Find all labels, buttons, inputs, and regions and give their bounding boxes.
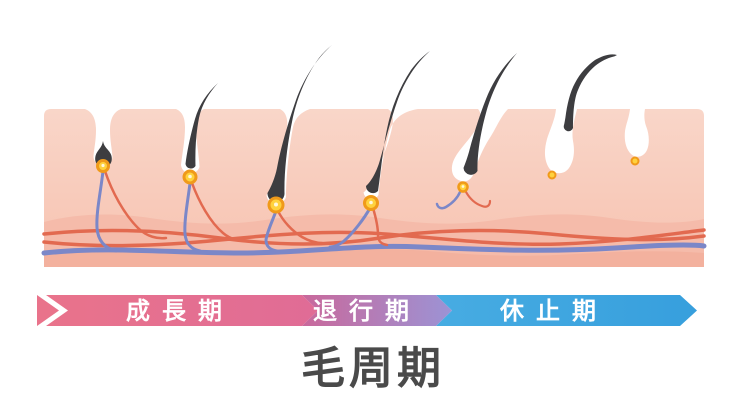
follicle-full-anagen [266, 45, 332, 214]
diagram-title: 毛周期 [301, 344, 445, 393]
red-branch-4 [371, 206, 389, 247]
blue-curl-catagen [435, 190, 462, 210]
follicle-anagen-growing [176, 83, 218, 185]
red-vessel-lower [42, 228, 706, 248]
phase-label-growth: 成長期 [126, 298, 234, 325]
dermal-papilla [547, 170, 557, 180]
red-vessel-upper [42, 228, 706, 246]
phase-segment-growth [46, 295, 318, 326]
club-hair-shaft [563, 54, 617, 132]
blood-vessels [41, 169, 707, 256]
follicle-late-anagen [363, 51, 430, 211]
follicle-catagen [451, 53, 517, 193]
follicle-empty-after-shedding [624, 109, 649, 166]
phase-segment-regression [302, 295, 452, 326]
phase-label-rest: 休止期 [499, 298, 608, 325]
follicle-canal [624, 109, 649, 157]
hair-shaft [463, 53, 517, 175]
blue-branch-1 [95, 169, 118, 253]
hair-shaft [267, 45, 332, 203]
papilla-core [369, 200, 373, 205]
banner-lead-arrow-icon [37, 295, 59, 326]
dermis-lower-layer [44, 249, 704, 267]
hair-shaft [365, 51, 430, 194]
papilla-core [101, 163, 105, 168]
blue-branch-3 [264, 209, 279, 253]
red-branch-1 [103, 169, 168, 240]
follicle-telogen-club-hair [544, 54, 617, 180]
follicle-early-anagen [85, 109, 121, 173]
red-branch-3 [276, 209, 324, 245]
blue-branch-2 [183, 181, 202, 253]
papilla-core [274, 202, 278, 207]
papilla-core [461, 185, 465, 188]
phase-banner: 成長期 退行期 休止期 [37, 295, 697, 326]
blue-branch-4 [328, 206, 372, 249]
dermal-papilla [630, 156, 640, 166]
skin-cross-section [41, 45, 707, 267]
phase-segment-rest [436, 295, 697, 326]
blue-vessel-main [41, 242, 707, 256]
red-branch-2 [190, 181, 250, 243]
follicle-canal [85, 109, 121, 167]
phase-label-regression: 退行期 [313, 297, 421, 325]
red-curl-catagen [464, 190, 492, 208]
hair-shaft [185, 83, 218, 169]
papilla-core [188, 174, 192, 179]
